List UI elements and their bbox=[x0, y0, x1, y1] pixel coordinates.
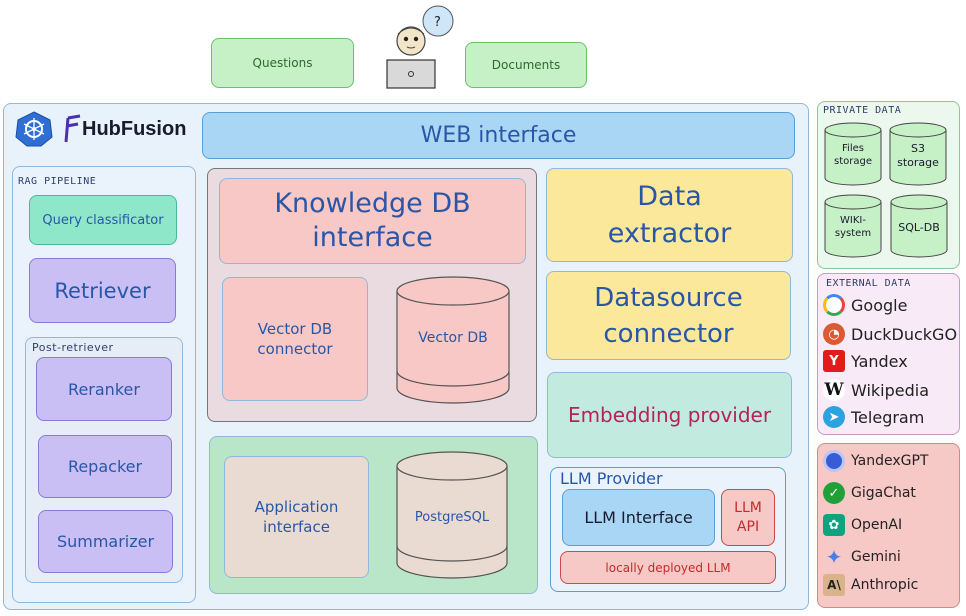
yandex-icon: Y bbox=[823, 350, 845, 372]
external-item-google: Google bbox=[823, 294, 907, 316]
llm-interface-label: LLM Interface bbox=[584, 508, 693, 527]
external-item-wikipedia: W Wikipedia bbox=[823, 379, 929, 401]
knowledge-db-interface-box: Knowledge DB interface bbox=[219, 178, 526, 264]
s3-storage-cylinder bbox=[889, 122, 947, 186]
knowledge-db-interface-label: Knowledge DB interface bbox=[274, 188, 471, 253]
reranker-label: Reranker bbox=[68, 379, 140, 399]
vendor-item-label: YandexGPT bbox=[851, 453, 929, 469]
vector-db-connector-box: Vector DB connector bbox=[222, 277, 368, 401]
summarizer-label: Summarizer bbox=[56, 532, 155, 551]
llm-api-label: LLM API bbox=[734, 499, 762, 535]
post-retriever-title: Post-retriever bbox=[32, 341, 114, 354]
embedding-provider-box: Embedding provider bbox=[547, 372, 792, 458]
vendor-item-gemini: ✦ Gemini bbox=[823, 545, 901, 569]
datasource-connector-label: Datasource connector bbox=[594, 282, 743, 349]
vendor-item-label: Anthropic bbox=[851, 577, 919, 593]
vendor-item-openai: ✿ OpenAI bbox=[823, 514, 902, 536]
documents-box: Documents bbox=[465, 42, 587, 88]
gigachat-icon: ✓ bbox=[823, 482, 845, 504]
external-item-label: Yandex bbox=[851, 351, 908, 371]
google-icon bbox=[823, 294, 845, 316]
vendor-item-anthropic: A\ Anthropic bbox=[823, 574, 918, 596]
web-interface-box: WEB interface bbox=[202, 112, 795, 159]
external-item-yandex: Y Yandex bbox=[823, 350, 908, 372]
datasource-connector-box: Datasource connector bbox=[546, 271, 791, 360]
vendor-item-label: OpenAI bbox=[851, 517, 903, 533]
summarizer-box: Summarizer bbox=[38, 510, 173, 573]
wiki-system-label: WIKI-system bbox=[834, 215, 872, 239]
documents-label: Documents bbox=[491, 58, 561, 72]
query-classificator-label: Query classificator bbox=[42, 212, 164, 228]
external-data-title: EXTERNAL DATA bbox=[826, 278, 911, 289]
external-item-label: DuckDuckGO bbox=[851, 324, 958, 344]
retriever-box: Retriever bbox=[29, 258, 176, 323]
reranker-box: Reranker bbox=[36, 357, 172, 421]
llm-api-box: LLM API bbox=[721, 489, 775, 546]
rag-pipeline-title: RAG PIPELINE bbox=[18, 176, 97, 187]
vector-db-label: Vector DB bbox=[418, 330, 488, 346]
external-item-label: Telegram bbox=[851, 407, 925, 427]
user-at-laptop-icon: ? bbox=[386, 5, 454, 89]
vendor-item-gigachat: ✓ GigaChat bbox=[823, 482, 916, 504]
sql-db-label: SQL-DB bbox=[898, 221, 940, 234]
private-data-title: PRIVATE DATA bbox=[823, 105, 902, 116]
vector-db-connector-label: Vector DB connector bbox=[257, 320, 333, 358]
repacker-box: Repacker bbox=[38, 435, 172, 498]
thought-bubble-text: ? bbox=[434, 15, 441, 30]
vendor-item-label: GigaChat bbox=[851, 485, 916, 501]
llm-interface-box: LLM Interface bbox=[562, 489, 715, 546]
s3-storage-label: S3 storage bbox=[897, 142, 939, 169]
web-interface-label: WEB interface bbox=[420, 123, 577, 148]
openai-icon: ✿ bbox=[823, 514, 845, 536]
embedding-provider-label: Embedding provider bbox=[567, 403, 772, 427]
repacker-label: Repacker bbox=[67, 457, 143, 476]
sql-db-cylinder bbox=[890, 194, 948, 258]
vendor-item-yandexgpt: YandexGPT bbox=[823, 450, 928, 472]
local-llm-box: locally deployed LLM bbox=[560, 551, 776, 584]
yandexgpt-icon bbox=[823, 450, 845, 472]
query-classificator-box: Query classificator bbox=[29, 195, 177, 245]
vector-db-cylinder bbox=[396, 276, 510, 404]
external-item-telegram: ➤ Telegram bbox=[823, 406, 924, 428]
wiki-system-cylinder bbox=[824, 194, 882, 258]
kubernetes-logo-icon bbox=[15, 111, 53, 147]
gemini-icon: ✦ bbox=[825, 545, 843, 569]
files-storage-label: Files storage bbox=[834, 143, 872, 167]
local-llm-label: locally deployed LLM bbox=[605, 560, 731, 575]
external-item-duckduckgo: ◔ DuckDuckGO bbox=[823, 323, 957, 345]
retriever-label: Retriever bbox=[54, 278, 151, 303]
files-storage-cylinder bbox=[824, 122, 882, 186]
wikipedia-icon: W bbox=[823, 379, 845, 401]
application-interface-label: Application interface bbox=[254, 498, 339, 536]
questions-label: Questions bbox=[252, 56, 313, 70]
postgresql-cylinder bbox=[396, 451, 508, 579]
anthropic-icon: A\ bbox=[823, 574, 845, 596]
application-interface-box: Application interface bbox=[224, 456, 369, 578]
postgresql-label: PostgreSQL bbox=[414, 510, 490, 525]
llm-provider-title: LLM Provider bbox=[560, 469, 663, 488]
data-extractor-box: Data extractor bbox=[546, 168, 793, 262]
brand-name: HubFusion bbox=[82, 118, 187, 140]
questions-box: Questions bbox=[211, 38, 354, 88]
duckduckgo-icon: ◔ bbox=[823, 323, 845, 345]
external-item-label: Wikipedia bbox=[851, 380, 930, 400]
vendor-item-label: Gemini bbox=[851, 549, 901, 565]
data-extractor-label: Data extractor bbox=[607, 181, 732, 249]
external-item-label: Google bbox=[851, 295, 908, 315]
hubfusion-logo-icon bbox=[64, 114, 81, 143]
telegram-icon: ➤ bbox=[823, 406, 845, 428]
